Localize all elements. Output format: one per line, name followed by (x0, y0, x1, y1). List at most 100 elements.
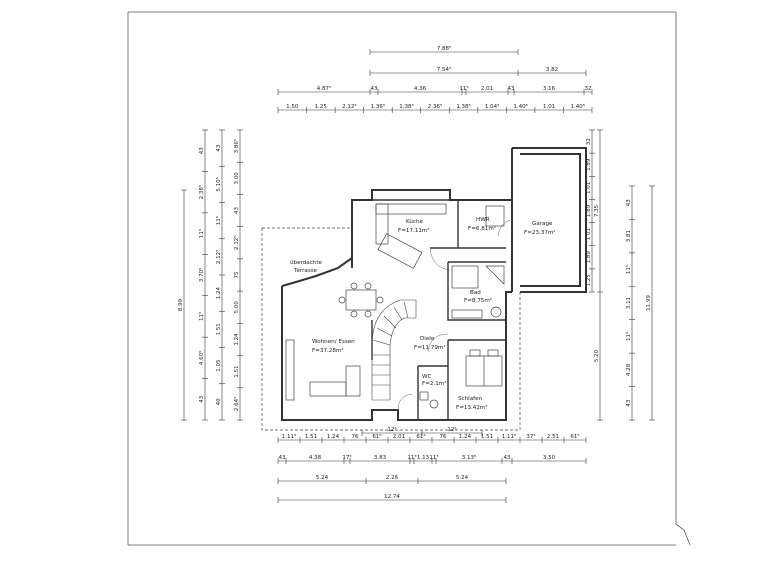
dim-label: 1.11⁵ (282, 433, 296, 440)
dim-label: 3.81 (626, 230, 632, 242)
dim-label: 1.38⁵ (399, 103, 413, 110)
dim-label: 3.00 (234, 172, 240, 185)
dim-label: 76 (352, 434, 359, 440)
room-wc-area: F=2.1m² (422, 380, 447, 387)
dim-label: 5.20 (594, 349, 600, 362)
dim-label: 12.74 (384, 494, 400, 500)
dim-label: 37⁵ (526, 433, 535, 440)
dim-label: 1.89 (586, 158, 592, 171)
dim-label: 2.38⁵ (198, 185, 205, 199)
dim-label: 1.38⁵ (456, 103, 470, 110)
room-diele-name: Diele (420, 336, 435, 342)
dim-label: 4.87⁵ (317, 85, 331, 92)
dim-label: 11⁵ (215, 216, 222, 225)
dim-label: 11⁵ (625, 332, 632, 341)
dim-label: 4.38 (309, 455, 322, 461)
room-garage-area: F=23.37m² (524, 229, 556, 236)
dim-label: 1.40⁵ (513, 103, 527, 110)
dim-label: 4.60⁵ (198, 351, 205, 365)
room-bad-name: Bad (470, 290, 481, 296)
room-kueche-area: F=17.11m² (398, 227, 430, 234)
dim-label: 4.36 (414, 86, 427, 92)
dim-label: 1.50 (286, 104, 299, 110)
dim-label: 76 (440, 434, 447, 440)
door-swings (397, 219, 513, 411)
room-kueche-name: Küche (406, 219, 424, 225)
dim-label: 1.51 (234, 366, 240, 378)
dim-label: 1.24 (459, 434, 472, 440)
dim-label: 2.01 (481, 86, 493, 92)
dim-label: 1.24 (327, 434, 340, 440)
dim-label: 43 (371, 86, 378, 92)
dim-label: 1.13 (417, 455, 430, 461)
dim-label: 43 (216, 144, 222, 151)
dim-label: 43 (626, 399, 632, 406)
dim-label: 1.04⁵ (485, 103, 499, 110)
inner-walls (371, 199, 506, 420)
dim-label: 3.70⁵ (198, 268, 205, 282)
dim-label: 2.12⁵ (215, 250, 222, 264)
dim-label: 3.86⁵ (233, 139, 240, 153)
dim-label: 3.83 (374, 455, 387, 461)
dim-label: 8.99 (178, 298, 184, 311)
dim-label: 12⁵ (387, 426, 396, 433)
dim-label: 5.24 (316, 475, 329, 481)
dim-label: 43 (508, 86, 515, 92)
dim-label: 2.36⁵ (428, 103, 442, 110)
dim-label: 7.35 (594, 204, 600, 217)
dim-label: 7.54⁵ (437, 66, 451, 73)
dim-label: 1.36⁵ (371, 103, 385, 110)
dim-chain-left-l4: 8.99 (178, 189, 187, 421)
room-hwr-name: HWR (476, 217, 490, 223)
dim-chain-right-r1: 321.891.011.891.011.891.25 (586, 129, 595, 293)
dim-label: 2.64⁵ (233, 397, 240, 411)
dim-label: 1.01 (586, 182, 592, 194)
dim-label: 32 (586, 138, 592, 145)
room-schlafen-name: Schlafen (458, 396, 483, 402)
room-wohnen-name: Wohnen/ Essen (312, 339, 355, 345)
dim-label: 2.51 (547, 434, 559, 440)
dim-chain-top-r1: 7.88⁵ (369, 45, 519, 55)
paper-frame (127, 11, 691, 546)
dim-label: 75 (234, 271, 240, 278)
dim-label: 43 (279, 455, 286, 461)
dim-label: 1.51 (305, 434, 317, 440)
dim-label: 1.40⁵ (571, 103, 585, 110)
room-diele-area: F=11.79m² (414, 344, 446, 351)
room-garage-name: Garage (532, 221, 553, 227)
dim-label: 1.01 (586, 228, 592, 240)
dim-label: 1.89 (586, 251, 592, 264)
room-wohnen-area: F=37.28m² (312, 347, 344, 354)
dim-label: 11⁵ (459, 85, 468, 92)
room-hwr-area: F=6.81m² (468, 225, 496, 232)
dim-label: 1.11⁵ (502, 433, 516, 440)
dim-label: 43 (199, 395, 205, 402)
dim-label: 2.12⁵ (342, 103, 356, 110)
staircase (371, 299, 417, 401)
dim-label: 61⁵ (570, 433, 579, 440)
dim-label: 1.05 (216, 359, 222, 372)
dim-label: 1.01 (543, 104, 555, 110)
dim-label: 7.88⁵ (437, 45, 451, 52)
dim-label: 11⁵ (198, 229, 205, 238)
dim-label: 32 (585, 86, 592, 92)
building-walls (281, 147, 587, 421)
dim-chain-right-r4: 11.99 (646, 185, 655, 421)
dim-chain-right-r2: 7.35 5.20 (594, 129, 603, 421)
dim-label: 11.99 (646, 295, 652, 311)
dim-label: 3.13⁵ (462, 454, 476, 461)
dim-label: 11⁵ (407, 454, 416, 461)
room-schlafen-area: F=13.42m² (456, 404, 488, 411)
dim-label: 5.24 (456, 475, 469, 481)
